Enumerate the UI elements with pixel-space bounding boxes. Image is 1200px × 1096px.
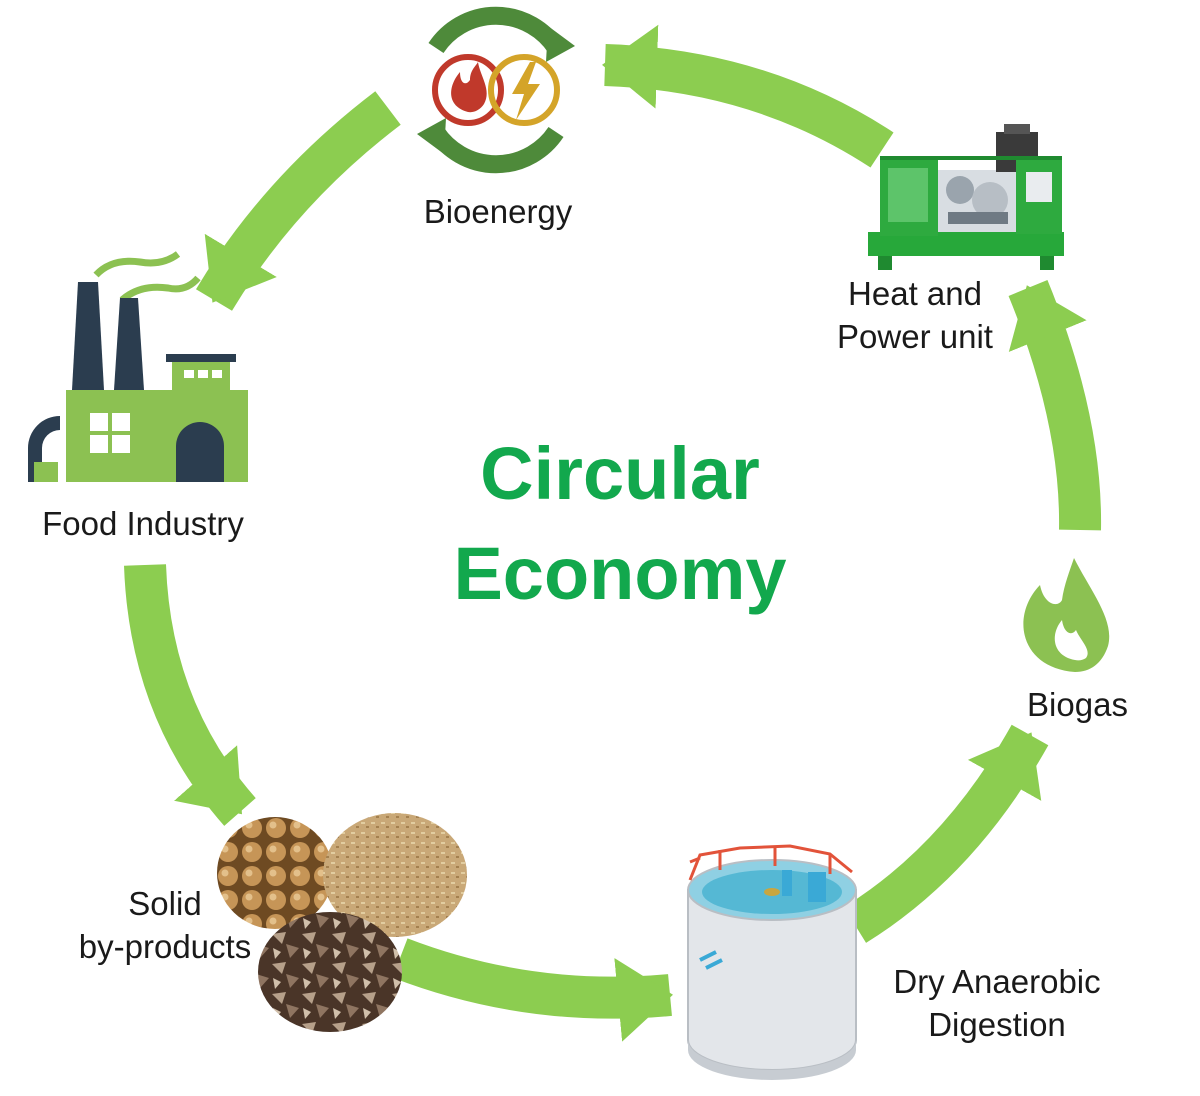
fire-icon bbox=[451, 62, 487, 113]
food-industry-label: Food Industry bbox=[42, 505, 244, 542]
arrow-food-to-byproducts bbox=[124, 564, 256, 826]
biogas-label: Biogas bbox=[1027, 686, 1128, 723]
title-line-1: Circular bbox=[480, 432, 760, 515]
chp-label-line-1: Heat and bbox=[848, 275, 982, 312]
byproducts-label-line-1: Solid bbox=[128, 885, 202, 922]
chp-label-line-2: Power unit bbox=[837, 318, 993, 355]
flame-icon bbox=[1023, 558, 1110, 672]
bioenergy-heat-power-icon bbox=[417, 6, 575, 174]
digester-tank-image bbox=[687, 844, 857, 1080]
lightning-icon bbox=[512, 62, 540, 120]
factory-icon bbox=[28, 251, 248, 482]
title-line-2: Economy bbox=[453, 532, 787, 615]
cycle-arrows bbox=[124, 24, 1102, 1042]
byproducts-label-line-2: by-products bbox=[78, 928, 252, 965]
digestion-label-line-2: Digestion bbox=[928, 1006, 1066, 1043]
arrow-digestion-to-biogas bbox=[843, 724, 1049, 943]
arrow-bioenergy-to-food bbox=[195, 91, 401, 311]
bioenergy-label: Bioenergy bbox=[423, 193, 573, 230]
digestion-label-line-1: Dry Anaerobic bbox=[893, 963, 1101, 1000]
arrow-biogas-to-chp bbox=[1008, 280, 1102, 531]
shells-photo bbox=[258, 912, 402, 1032]
generator-unit-image bbox=[868, 124, 1064, 270]
arrow-chp-to-bioenergy bbox=[602, 24, 894, 168]
chickpeas-photo bbox=[217, 817, 333, 929]
food-waste-photos bbox=[217, 813, 467, 1032]
arrow-byproducts-to-digestion bbox=[392, 938, 673, 1042]
sawdust-photo bbox=[323, 813, 467, 937]
